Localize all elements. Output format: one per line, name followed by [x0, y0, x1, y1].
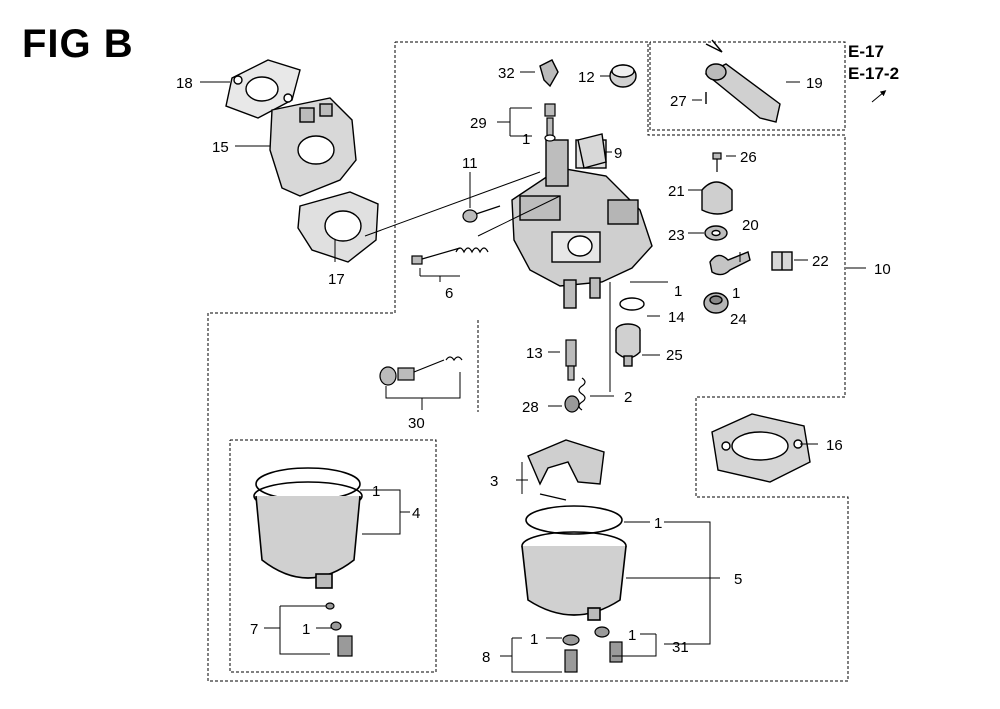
part-12-cap [609, 64, 637, 88]
label-28: 28 [522, 399, 539, 416]
part-9-lever [577, 133, 607, 169]
label-6: 6 [445, 285, 453, 302]
part-30-screw [379, 356, 463, 386]
label-29: 29 [470, 115, 487, 132]
part-23-washer [704, 225, 728, 241]
label-1-bowl-center: 1 [654, 515, 662, 532]
part-14-o-ring [619, 297, 645, 311]
part-29-screw [544, 103, 556, 142]
label-1-bowl-left: 1 [372, 483, 380, 500]
label-31: 31 [672, 639, 689, 656]
part-31-screw [594, 626, 623, 663]
part-5-float-bowl [521, 505, 627, 621]
label-12: 12 [578, 69, 595, 86]
label-22: 22 [812, 253, 829, 270]
label-8-qty: 1 [530, 631, 538, 648]
part-26-screw [712, 152, 722, 172]
label-20: 20 [742, 217, 759, 234]
label-7: 7 [250, 621, 258, 638]
reference-e17-2: E-17-2 [848, 64, 900, 83]
label-10: 10 [874, 261, 891, 278]
label-8: 8 [482, 649, 490, 666]
label-27: 27 [670, 93, 687, 110]
label-14: 14 [668, 309, 685, 326]
part-17-gasket [297, 191, 379, 263]
part-22-clip [771, 251, 793, 271]
part-number-labels: 18 15 17 32 12 29 1 9 11 6 19 27 26 21 2… [176, 65, 891, 666]
label-32: 32 [498, 65, 515, 82]
figure-title: FIG B [22, 22, 134, 66]
label-16: 16 [826, 437, 843, 454]
label-4: 4 [412, 505, 420, 522]
label-24: 24 [730, 311, 747, 328]
part-2-spring [578, 377, 586, 411]
label-3: 3 [490, 473, 498, 490]
label-2: 2 [624, 389, 632, 406]
part-18-gasket [225, 59, 301, 119]
part-7-drain-screw [325, 602, 353, 657]
assembly-boundary [207, 41, 849, 682]
part-19-lever [704, 39, 781, 123]
label-18: 18 [176, 75, 193, 92]
label-25: 25 [666, 347, 683, 364]
label-21: 21 [668, 183, 685, 200]
reference-e17: E-17 [848, 42, 884, 61]
label-7-qty: 1 [302, 621, 310, 638]
label-23: 23 [668, 227, 685, 244]
carburetor-body [511, 139, 653, 309]
leader-lines [200, 71, 887, 673]
label-9: 9 [614, 145, 622, 162]
label-19: 19 [806, 75, 823, 92]
part-11-jet [462, 205, 501, 223]
label-26: 26 [740, 149, 757, 166]
label-1-o-ring: 1 [674, 283, 682, 300]
part-15-insulator [269, 97, 357, 197]
part-32-screw [539, 59, 559, 88]
label-30: 30 [408, 415, 425, 432]
part-28-jet [564, 395, 580, 413]
label-29-qty: 1 [522, 131, 530, 148]
label-15: 15 [212, 139, 229, 156]
label-13: 13 [526, 345, 543, 362]
part-8-drain-bolt [562, 634, 580, 673]
label-1-nut: 1 [732, 285, 740, 302]
part-3-float [527, 439, 605, 501]
part-24-nut [703, 292, 729, 314]
label-31-qty: 1 [628, 627, 636, 644]
part-20-lever [709, 251, 751, 276]
label-17: 17 [328, 271, 345, 288]
part-13-nozzle [565, 339, 577, 381]
part-21-body [701, 181, 733, 215]
part-4-float-bowl [253, 467, 363, 589]
part-6-screw [411, 247, 489, 265]
label-5: 5 [734, 571, 742, 588]
part-25-filter [615, 323, 641, 367]
part-16-gasket [711, 413, 811, 483]
label-11: 11 [462, 155, 478, 172]
